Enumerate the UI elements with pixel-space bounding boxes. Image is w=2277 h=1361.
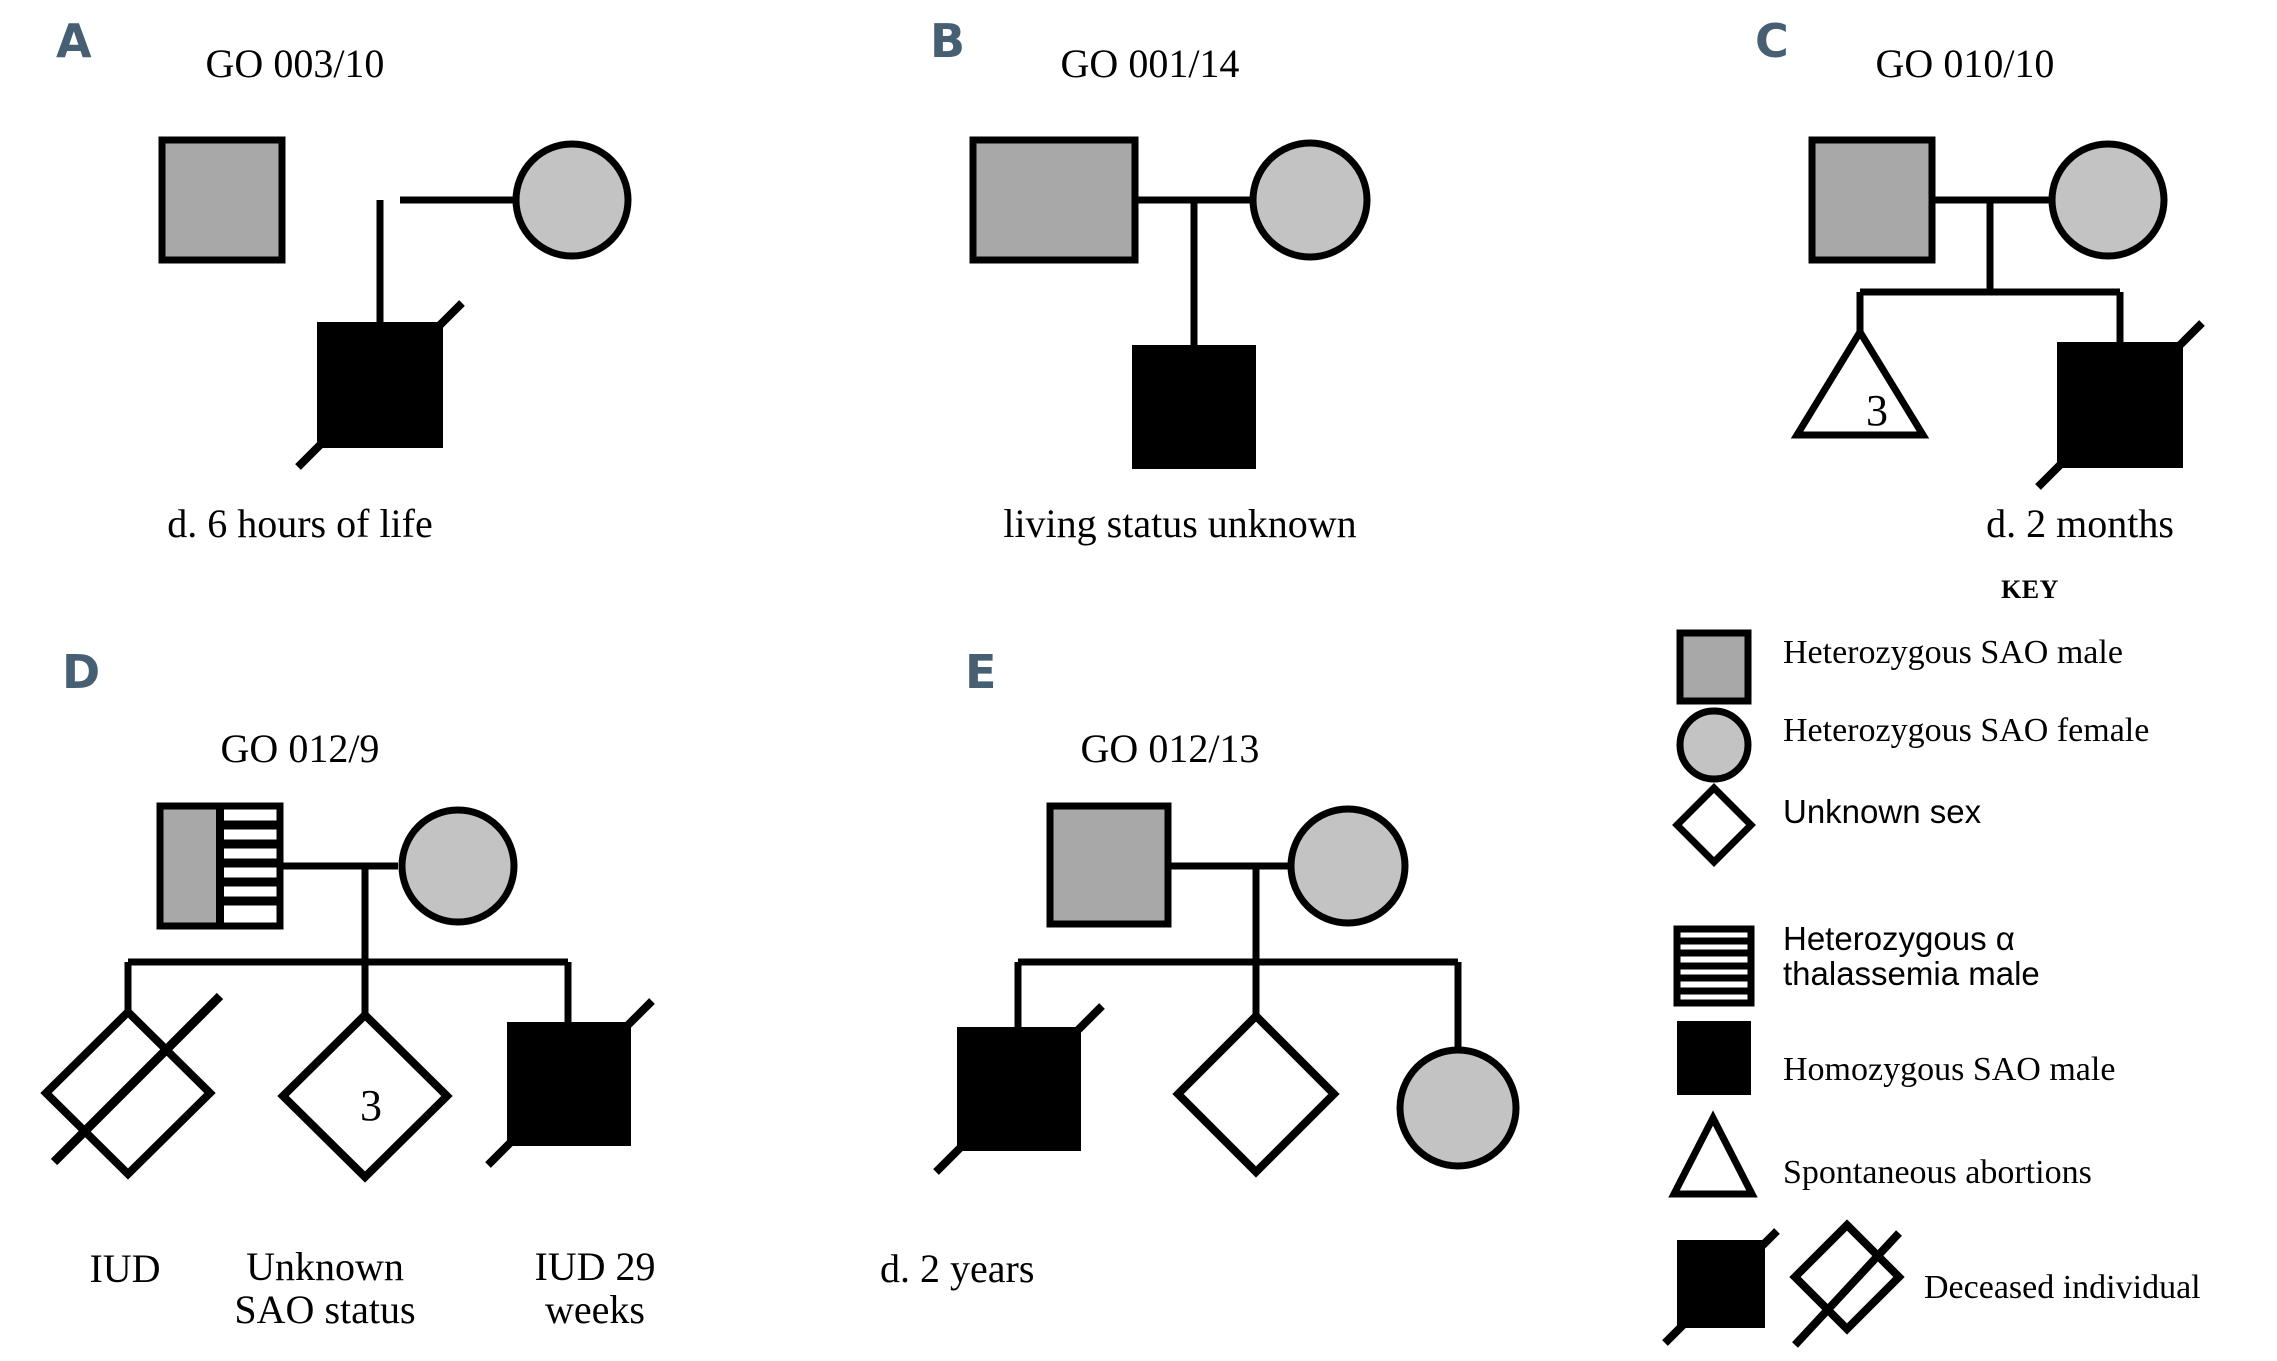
panel-b-title: GO 001/14: [1060, 41, 1240, 86]
panel-d-note-2-line2: SAO status: [234, 1287, 416, 1333]
key-symbol-gray-circle: [1676, 707, 1752, 783]
key-symbol-gray-square: [1676, 629, 1752, 705]
individual-father-a: [158, 136, 286, 264]
open-diamond-icon: [1672, 783, 1756, 867]
key-label-alpha-thal-line1: Heterozygous α: [1783, 920, 2015, 957]
panel-d-note-2-line1: Unknown: [246, 1244, 404, 1289]
key-title: KEY: [2001, 575, 2059, 604]
individual-child3-e: [1396, 1046, 1520, 1170]
panel-d-note-1: IUD: [89, 1246, 161, 1291]
key-item-heterozygous-sao-female: Heterozygous SAO female: [1783, 713, 2149, 749]
individual-child2-d: [277, 1009, 453, 1183]
unknown-count-d: 3: [360, 1081, 382, 1130]
deceased-slash-child-a: [295, 300, 465, 470]
panel-letter-d: D: [62, 645, 101, 699]
panel-letter-c: C: [1755, 14, 1789, 68]
deceased-slash-child1-e: [933, 1003, 1105, 1175]
panel-d-note-2: Unknown SAO status: [180, 1244, 470, 1333]
deceased-slash-child1-d: [50, 992, 224, 1166]
pedigree-e: [933, 802, 1520, 1178]
panel-b-note: living status unknown: [1003, 501, 1357, 546]
key-label-homozygous-sao-male: Homozygous SAO male: [1783, 1051, 2116, 1088]
individual-mother-c: [2048, 140, 2168, 260]
key-item-homozygous-sao-male: Homozygous SAO male: [1783, 1052, 2115, 1088]
abortion-count-c: 3: [1866, 386, 1888, 435]
key-item-deceased-individual: Deceased individual: [1924, 1270, 2201, 1306]
panel-letter-e: E: [965, 645, 997, 699]
panel-d-note-3-line2: weeks: [545, 1287, 645, 1333]
panel-d-title: GO 012/9: [220, 726, 380, 771]
key-item-heterozygous-sao-male: Heterozygous SAO male: [1783, 635, 2123, 671]
stripe-lines: [1680, 937, 1748, 995]
pedigree-b: [969, 136, 1371, 469]
panel-e-title: GO 012/13: [1080, 726, 1260, 771]
key-symbol-open-diamond: [1672, 783, 1756, 867]
panel-letter-a: A: [56, 14, 92, 68]
father-stripes-d: [220, 820, 277, 906]
gray-square-icon: [1676, 629, 1752, 705]
deceased-slash-child3-d: [485, 998, 655, 1168]
open-triangle-icon: [1668, 1110, 1758, 1198]
panel-c-title: GO 010/10: [1875, 41, 2055, 86]
deceased-diamond-outline-icon: [1789, 1219, 1905, 1335]
key-item-heterozygous-alpha-thalassemia-male: Heterozygous α thalassemia male: [1783, 920, 2040, 992]
individual-father-e: [1046, 802, 1172, 928]
key-symbol-striped-square: [1673, 925, 1755, 1007]
individual-abortions-c: [1790, 325, 1930, 439]
individual-mother-b: [1249, 139, 1371, 261]
panel-e-note: d. 2 years: [880, 1246, 1035, 1291]
gray-circle-icon: [1676, 707, 1752, 783]
key-label-deceased-individual: Deceased individual: [1924, 1269, 2201, 1306]
key-item-spontaneous-abortions: Spontaneous abortions: [1783, 1155, 2092, 1191]
individual-mother-a: [512, 140, 632, 260]
pedigree-d: 3: [40, 802, 655, 1183]
key-item-unknown-sex: Unknown sex: [1783, 793, 1982, 830]
key-symbol-black-square: [1677, 1021, 1751, 1095]
pedigree-c: 3: [1790, 136, 2205, 490]
individual-child-b: [1132, 345, 1256, 469]
panel-a-note: d. 6 hours of life: [167, 501, 433, 546]
panel-letter-b: B: [930, 14, 966, 68]
key-label-spontaneous-abortions: Spontaneous abortions: [1783, 1154, 2092, 1191]
key-label-heterozygous-sao-female: Heterozygous SAO female: [1783, 712, 2150, 749]
deceased-slash-child2-c: [2035, 320, 2205, 490]
individual-mother-e: [1287, 805, 1409, 927]
panel-c-note: d. 2 months: [1986, 501, 2174, 546]
panel-a-title: GO 003/10: [205, 41, 385, 86]
panel-d-note-3: IUD 29 weeks: [480, 1244, 710, 1333]
black-square-icon: [1677, 1021, 1751, 1095]
key-label-unknown-sex: Unknown sex: [1783, 793, 1982, 830]
individual-father-c: [1808, 136, 1936, 264]
father-outline-d: [156, 802, 284, 930]
panel-d-note-3-line1: IUD 29: [534, 1244, 656, 1289]
father-gray-half-d: [163, 809, 220, 923]
deceased-slash-diamond-icon: [1792, 1230, 1902, 1348]
key-symbol-open-triangle: [1668, 1110, 1758, 1198]
deceased-slash-square-icon: [1662, 1228, 1780, 1346]
pedigree-a: [158, 136, 632, 470]
individual-father-b: [969, 136, 1139, 264]
key-symbol-deceased: [1662, 1219, 1905, 1348]
key-label-heterozygous-sao-male: Heterozygous SAO male: [1783, 634, 2123, 671]
key-label-alpha-thal-line2: thalassemia male: [1783, 954, 2040, 992]
individual-mother-d: [398, 806, 518, 926]
individual-child2-e: [1172, 1010, 1340, 1178]
